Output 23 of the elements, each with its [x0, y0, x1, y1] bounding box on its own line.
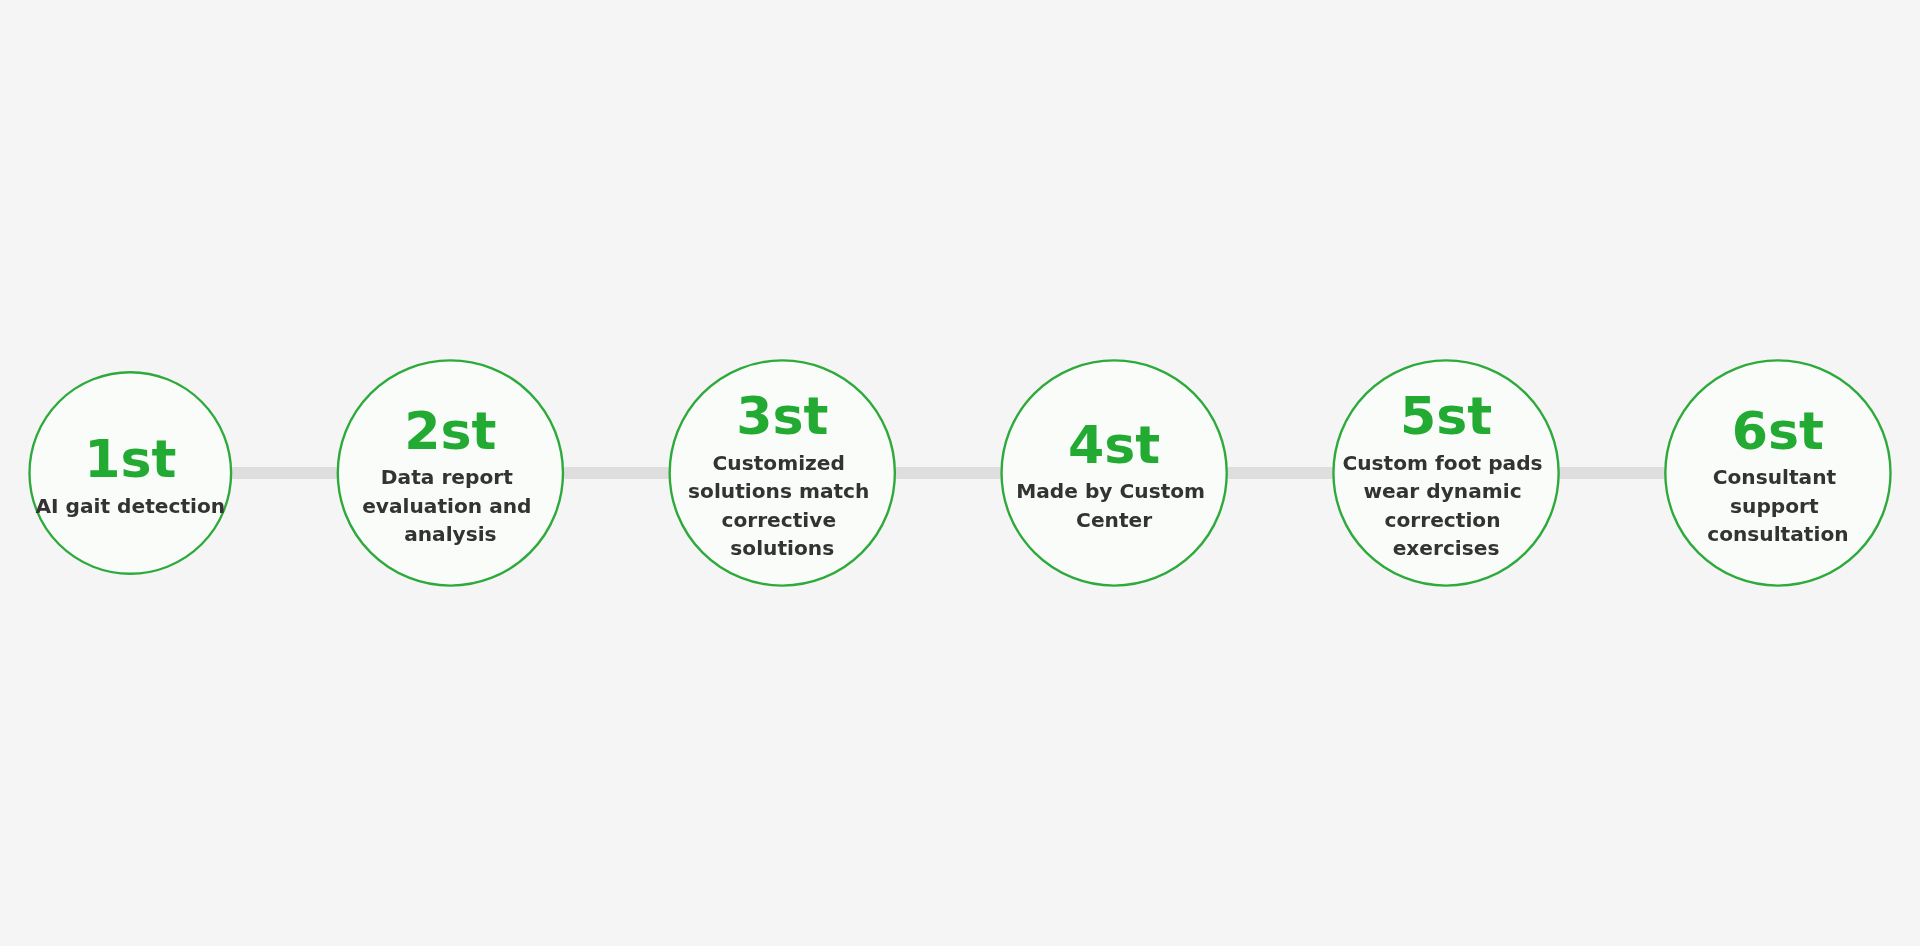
step-description: Made by Custom Center [1016, 479, 1207, 532]
step-description: Data report evaluation and analysis [362, 465, 533, 546]
connector-band [563, 467, 670, 479]
connector-band [894, 467, 1002, 479]
step-number: 1st [84, 428, 177, 489]
step-circle [1000, 359, 1228, 587]
step-circle [28, 371, 233, 575]
step-circle [336, 359, 565, 587]
step-number: 2st [404, 400, 497, 461]
step-circle [1332, 359, 1560, 587]
step-description: Custom foot pads wear dynamic correction exercises [1342, 451, 1544, 561]
step-description: Customized solutions match corrective solutions [688, 451, 871, 561]
step-circle [668, 359, 897, 587]
connector-band [1226, 467, 1334, 479]
connector-band [1558, 467, 1666, 479]
connector-band [231, 467, 338, 479]
step-circle [1664, 359, 1892, 587]
step-number: 6st [1731, 400, 1825, 461]
step-number: 5st [1399, 385, 1493, 447]
step-description: AI gait detection [35, 493, 226, 518]
step-description: Consultant support consultation [1707, 465, 1849, 546]
step-number: 3st [736, 385, 829, 447]
step-number: 4st [1068, 414, 1161, 475]
